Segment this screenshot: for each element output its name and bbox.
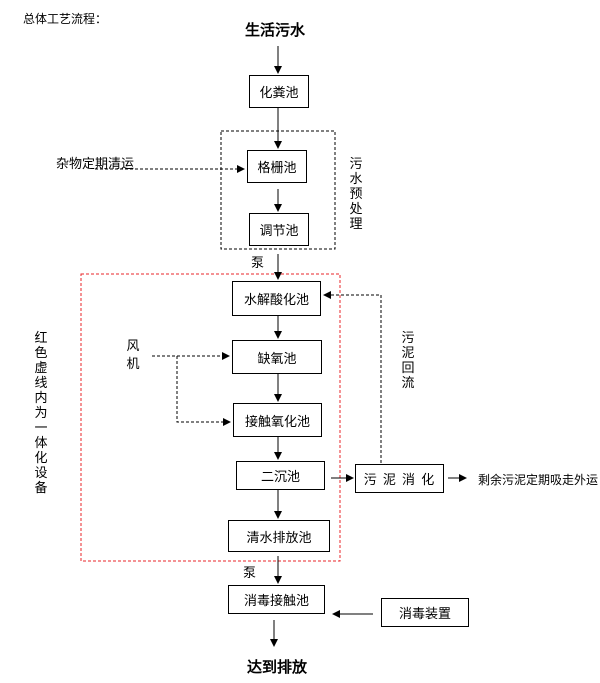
disinfection-contact-tank-box: 消毒接触池 bbox=[228, 585, 325, 614]
start-label: 生活污水 bbox=[245, 21, 306, 39]
regulating-tank-box: 调节池 bbox=[249, 213, 309, 246]
arrow-blower-to-contact bbox=[176, 356, 231, 426]
debris-label: 杂物定期清运 bbox=[56, 157, 135, 172]
pump-label-1: 泵 bbox=[251, 256, 265, 271]
excess-sludge-label: 剩余污泥定期吸走外运 bbox=[478, 473, 599, 487]
arrow-sludge-return bbox=[323, 291, 382, 463]
pretreatment-label: 污水预处理 bbox=[349, 157, 363, 232]
contact-oxidation-tank-box: 接触氧化池 bbox=[233, 403, 322, 437]
blower-label: 风机 bbox=[126, 339, 140, 372]
sludge-digestion-box: 污 泥 消 化 bbox=[355, 464, 444, 493]
integrated-equipment-boundary bbox=[80, 273, 341, 562]
grille-tank-box: 格栅池 bbox=[247, 150, 307, 183]
page-heading: 总体工艺流程： bbox=[23, 12, 108, 26]
secondary-settling-tank-box: 二沉池 bbox=[236, 461, 325, 490]
end-label: 达到排放 bbox=[247, 658, 308, 676]
anoxic-tank-box: 缺氧池 bbox=[232, 340, 322, 374]
disinfection-device-box: 消毒装置 bbox=[381, 598, 469, 627]
hydrolysis-tank-box: 水解酸化池 bbox=[232, 281, 321, 316]
integrated-equipment-label: 红色虚线内为一体化设备 bbox=[34, 331, 48, 496]
sludge-return-label: 污泥回流 bbox=[401, 331, 415, 391]
pump-label-2: 泵 bbox=[243, 566, 257, 581]
septic-tank-box: 化粪池 bbox=[249, 75, 309, 108]
clear-water-tank-box: 清水排放池 bbox=[228, 520, 330, 552]
